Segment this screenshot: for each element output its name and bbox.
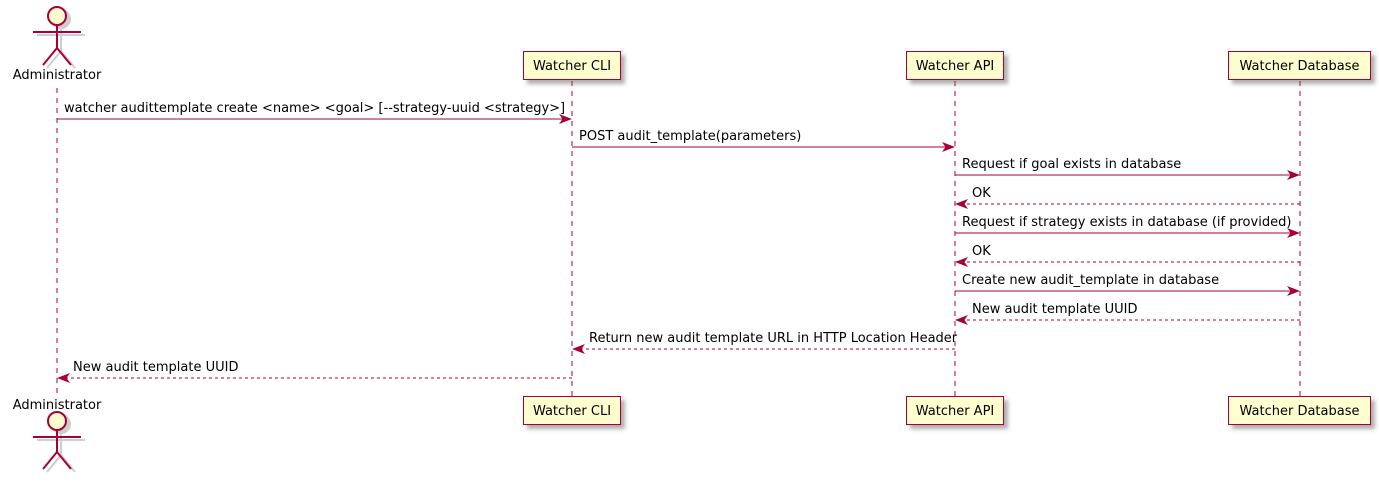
message-arrow-3	[955, 170, 1300, 180]
message-arrow-1	[57, 114, 572, 124]
message-label-4: OK	[972, 186, 991, 201]
actor-head	[47, 411, 67, 431]
message-arrow-8	[955, 315, 1300, 325]
message-arrow-4	[955, 199, 1300, 209]
participant-watcher-api-top: Watcher API	[906, 51, 1004, 80]
actor-label-administrator-bottom: Administrator	[12, 398, 102, 413]
participant-watcher-database-top: Watcher Database	[1228, 51, 1371, 80]
message-arrow-9	[572, 344, 955, 354]
message-arrow-5	[955, 228, 1300, 238]
message-arrow-10	[57, 373, 572, 383]
message-label-5: Request if strategy exists in database (…	[962, 215, 1292, 230]
participant-watcher-api-bottom: Watcher API	[906, 396, 1004, 425]
actor-label-administrator-top: Administrator	[12, 68, 102, 83]
message-label-9: Return new audit template URL in HTTP Lo…	[589, 331, 958, 346]
participant-watcher-cli-bottom: Watcher CLI	[523, 396, 621, 425]
message-label-1: watcher audittemplate create <name> <goa…	[64, 101, 566, 116]
participant-watcher-database-bottom: Watcher Database	[1228, 396, 1371, 425]
message-arrow-7	[955, 286, 1300, 296]
participant-watcher-cli-top: Watcher CLI	[523, 51, 621, 80]
message-label-8: New audit template UUID	[972, 302, 1138, 317]
message-arrow-6	[955, 257, 1300, 267]
actor-figure-top	[33, 6, 81, 66]
message-label-6: OK	[972, 244, 991, 259]
lifelines	[56, 81, 1301, 397]
message-arrow-2	[572, 142, 955, 152]
actor-head	[47, 6, 67, 26]
actor-figure-bottom	[33, 411, 81, 470]
message-label-2: POST audit_template(parameters)	[579, 129, 802, 144]
message-label-7: Create new audit_template in database	[962, 273, 1220, 288]
message-label-10: New audit template UUID	[73, 360, 239, 375]
message-label-3: Request if goal exists in database	[962, 157, 1182, 172]
